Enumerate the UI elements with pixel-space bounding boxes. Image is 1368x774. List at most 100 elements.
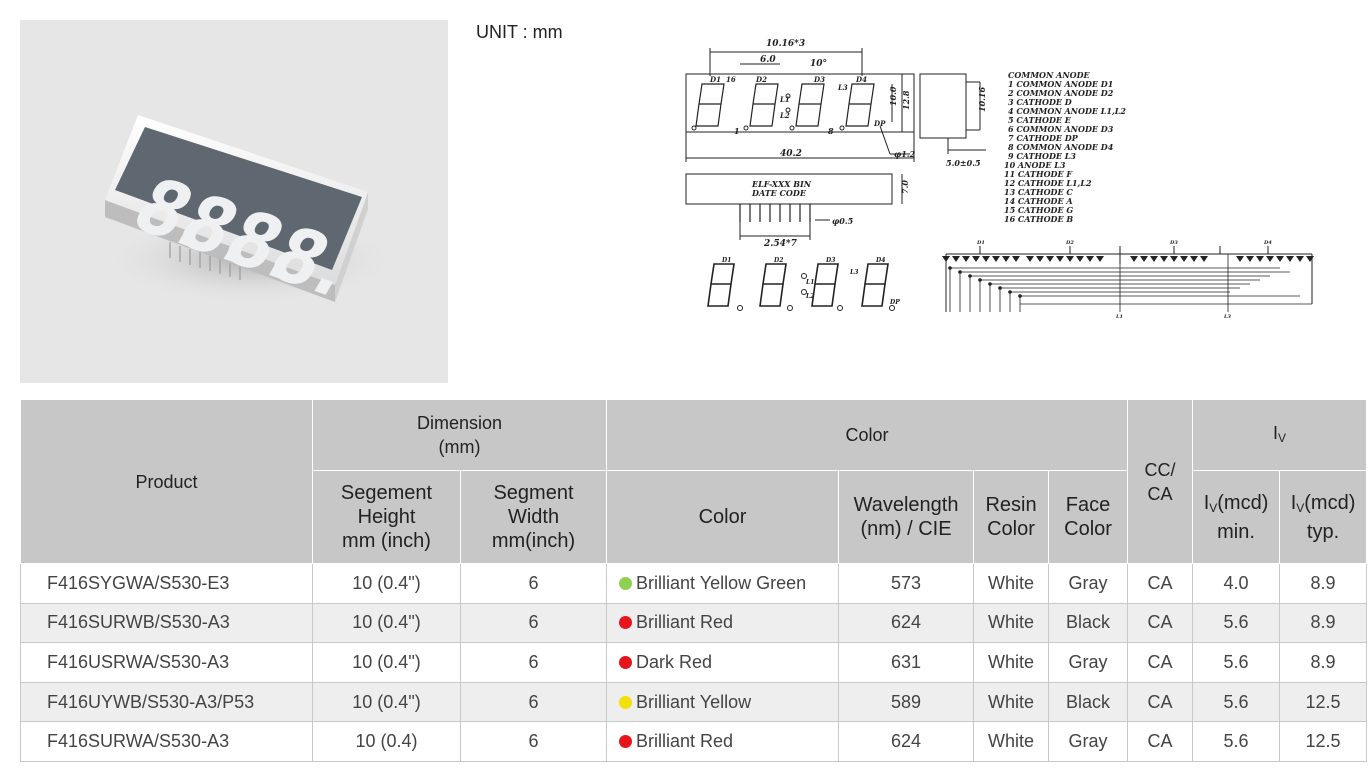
lower-d2: D2 <box>773 257 783 264</box>
schematic-d3: D3 <box>1169 240 1178 246</box>
header-segment-width: Segment Width mm(inch) <box>459 470 608 564</box>
pin-list-item: 9 CATHODE L3 <box>1008 151 1076 161</box>
pin-list-item: 1 COMMON ANODE D1 <box>1008 79 1113 89</box>
dim-10-16: 10.16 <box>977 87 987 112</box>
pin-list-item: 11 CATHODE F <box>1004 169 1073 179</box>
label-d4: D4 <box>855 75 867 84</box>
cell-product: F416SURWA/S530-A3 <box>20 721 313 762</box>
header-face-color: Face Color <box>1048 470 1129 564</box>
cell-color: Brilliant Red <box>606 603 840 644</box>
cell-product: F416UYWB/S530-A3/P53 <box>20 682 313 723</box>
dimension-drawing: 10.16*3 6.0 10° D1 16 D2 D3 D4 L3 L1 L2 … <box>680 36 1320 326</box>
pin-list-item: 7 CATHODE DP <box>1008 133 1079 143</box>
cell-height: 10 (0.4") <box>312 563 461 604</box>
schematic-d4: D4 <box>1263 240 1272 246</box>
label-1: 1 <box>734 126 740 136</box>
cell-resin: White <box>973 642 1050 683</box>
pin-list-item: 5 CATHODE E <box>1008 115 1072 125</box>
header-resin-color: Resin Color <box>973 470 1050 564</box>
pin-list-item: 16 CATHODE B <box>1004 214 1073 224</box>
cell-cc-ca: CA <box>1127 721 1194 762</box>
color-dot-icon <box>619 655 633 669</box>
cell-resin: White <box>973 682 1050 723</box>
cell-wavelength: 589 <box>838 682 975 723</box>
cell-face: Black <box>1048 603 1129 644</box>
cell-face: Black <box>1048 682 1129 723</box>
cell-wavelength: 624 <box>838 603 975 644</box>
pin-list-item: 6 COMMON ANODE D3 <box>1008 124 1114 134</box>
header-iv-min: IV(mcd) min. <box>1192 470 1281 564</box>
pin-list-title: COMMON ANODE <box>1008 70 1091 80</box>
cell-resin: White <box>973 563 1050 604</box>
spec-table: Product Dimension (mm) Color CC/ CA IV S… <box>20 399 1368 762</box>
cell-iv-typ: 12.5 <box>1279 682 1368 723</box>
label-l1: L1 <box>779 95 790 104</box>
cell-resin: White <box>973 603 1050 644</box>
side-label-1: ELF-XXX BIN <box>751 179 812 189</box>
schematic-d2: D2 <box>1065 240 1074 246</box>
cell-wavelength: 631 <box>838 642 975 683</box>
dim-pin: φ0.5 <box>832 216 854 226</box>
label-8: 8 <box>828 126 834 136</box>
label-d2: D2 <box>755 75 767 84</box>
color-dot-icon <box>619 576 633 590</box>
cell-wavelength: 624 <box>838 721 975 762</box>
cell-width: 6 <box>460 721 608 762</box>
cell-color: Dark Red <box>606 642 840 683</box>
table-row: F416UYWB/S530-A3/P53 10 (0.4") 6 Brillia… <box>20 682 1368 723</box>
label-l3: L3 <box>837 83 848 92</box>
cell-iv-typ: 8.9 <box>1279 563 1368 604</box>
dim-seven: 7.0 <box>900 180 910 194</box>
cell-iv-typ: 8.9 <box>1279 642 1368 683</box>
cell-iv-min: 5.6 <box>1192 682 1281 723</box>
schematic-l1: L1 <box>1115 314 1123 320</box>
pin-list-item: 10 ANODE L3 <box>1004 160 1066 170</box>
cell-product: F416USRWA/S530-A3 <box>20 642 313 683</box>
cell-iv-typ: 12.5 <box>1279 721 1368 762</box>
dim-standoff: 5.0±0.5 <box>946 158 981 168</box>
pin-list-item: 8 COMMON ANODE D4 <box>1008 142 1114 152</box>
header-segment-height: Segement Height mm (inch) <box>312 470 461 564</box>
table-row: F416SURWB/S530-A3 10 (0.4") 6 Brilliant … <box>20 603 1368 644</box>
lower-l1: L1 <box>805 279 814 286</box>
header-iv-group: IV <box>1192 399 1368 471</box>
pin-list-item: 2 COMMON ANODE D2 <box>1007 88 1114 98</box>
cell-iv-typ: 8.9 <box>1279 603 1368 644</box>
header-dimension: Dimension (mm) <box>311 399 608 471</box>
side-label-2: DATE CODE <box>751 188 807 198</box>
dim-pitch: 2.54*7 <box>763 239 798 249</box>
color-dot-icon <box>619 735 633 749</box>
header-iv-typ: IV(mcd) typ. <box>1279 470 1368 564</box>
cell-iv-min: 5.6 <box>1192 642 1281 683</box>
cell-color: Brilliant Yellow <box>606 682 840 723</box>
pin-list-item: 13 CATHODE C <box>1004 187 1073 197</box>
cell-height: 10 (0.4") <box>312 603 461 644</box>
pin-list-item: 3 CATHODE D <box>1008 97 1072 107</box>
pin-list-item: 14 CATHODE A <box>1004 196 1073 206</box>
cell-wavelength: 573 <box>838 563 975 604</box>
dim-pin-dia: φ1.2 <box>894 149 916 159</box>
header-cc-ca: CC/ CA <box>1127 399 1194 564</box>
cell-width: 6 <box>460 682 608 723</box>
cell-iv-min: 5.6 <box>1192 603 1281 644</box>
dim-top: 10.16*3 <box>766 39 805 49</box>
label-d3: D3 <box>813 75 825 84</box>
table-row: F416SYGWA/S530-E3 10 (0.4") 6 Brilliant … <box>20 563 1368 604</box>
cell-face: Gray <box>1048 642 1129 683</box>
cell-width: 6 <box>460 563 608 604</box>
dim-width: 40.2 <box>780 149 802 159</box>
cell-width: 6 <box>460 642 608 683</box>
cell-color: Brilliant Yellow Green <box>606 563 840 604</box>
cell-iv-min: 4.0 <box>1192 563 1281 604</box>
color-dot-icon <box>619 695 633 709</box>
pin-list-item: 4 COMMON ANODE L1,L2 <box>1008 106 1126 116</box>
color-dot-icon <box>619 616 633 630</box>
label-dp: DP <box>873 119 886 128</box>
cell-height: 10 (0.4") <box>312 682 461 723</box>
pin-list-item: 15 CATHODE G <box>1004 205 1073 215</box>
cell-height: 10 (0.4") <box>312 642 461 683</box>
table-row: F416USRWA/S530-A3 10 (0.4") 6 Dark Red 6… <box>20 642 1368 683</box>
cell-face: Gray <box>1048 563 1129 604</box>
lower-l3: L3 <box>849 269 858 276</box>
lower-d4: D4 <box>875 257 885 264</box>
